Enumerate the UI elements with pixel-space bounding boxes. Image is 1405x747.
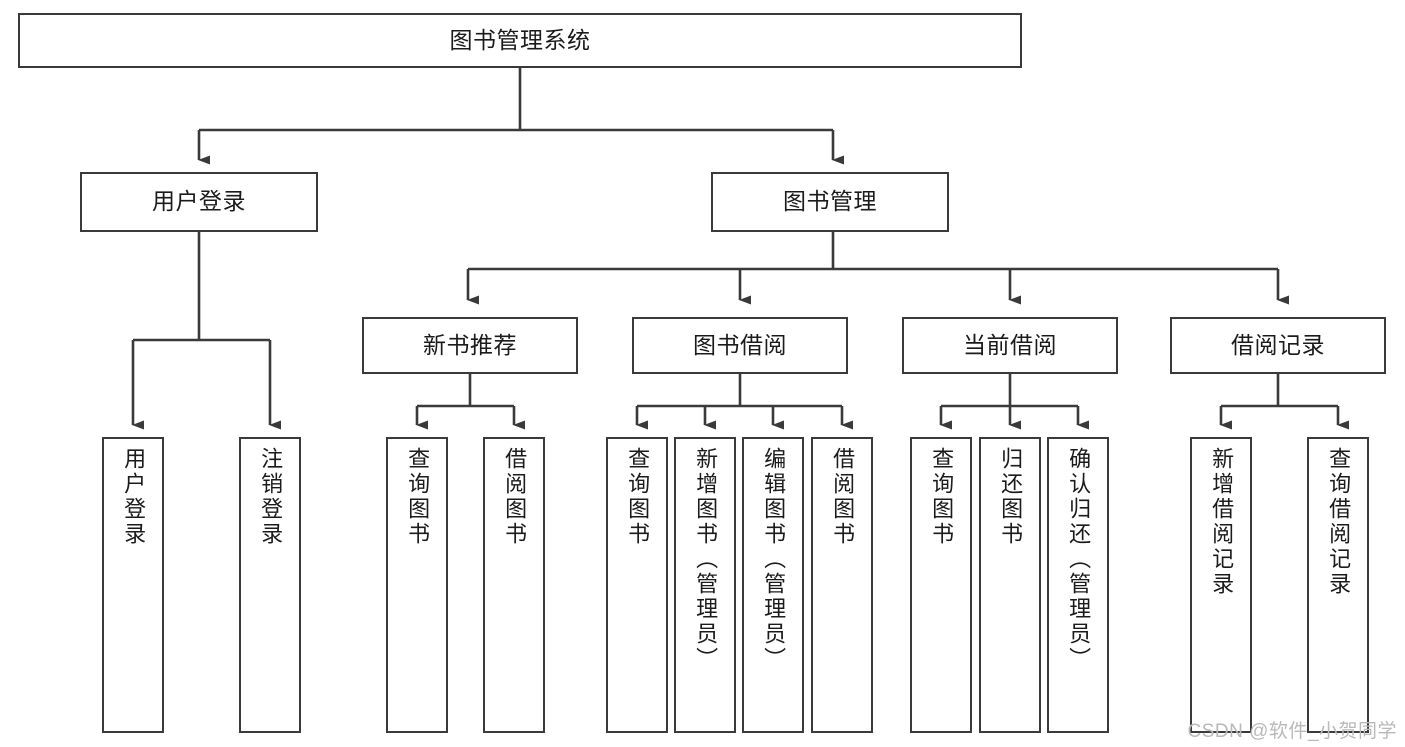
node-label: 新增借阅记录 bbox=[1209, 447, 1235, 597]
node-label: 查询图书 bbox=[405, 447, 431, 547]
node-current-borrow[interactable]: 当前借阅 bbox=[902, 317, 1118, 374]
leaf-user-login-logout[interactable]: 注销登录 bbox=[239, 437, 301, 733]
leaf-record-add-record[interactable]: 新增借阅记录 bbox=[1190, 437, 1252, 733]
node-new-book-recommend[interactable]: 新书推荐 bbox=[362, 317, 578, 374]
node-label: 查询图书 bbox=[929, 447, 955, 547]
node-label: 用户登录 bbox=[121, 447, 147, 547]
node-label: 借阅记录 bbox=[1231, 331, 1325, 358]
node-book-management[interactable]: 图书管理 bbox=[711, 172, 949, 232]
watermark-text: CSDN @软件_小贺同学 bbox=[1187, 721, 1397, 742]
node-borrow-record[interactable]: 借阅记录 bbox=[1170, 317, 1386, 374]
node-label: 用户登录 bbox=[152, 188, 246, 215]
node-label: 查询图书 bbox=[625, 447, 651, 547]
leaf-borrow-add-book-admin[interactable]: 新增图书（管理员） bbox=[674, 437, 736, 733]
leaf-record-query-record[interactable]: 查询借阅记录 bbox=[1307, 437, 1369, 733]
leaf-recommend-query-book[interactable]: 查询图书 bbox=[386, 437, 448, 733]
node-label: 查询借阅记录 bbox=[1326, 447, 1352, 597]
node-label: 归还图书 bbox=[998, 447, 1024, 547]
node-label: 当前借阅 bbox=[963, 331, 1057, 358]
leaf-current-return-book[interactable]: 归还图书 bbox=[979, 437, 1041, 733]
node-root-system[interactable]: 图书管理系统 bbox=[18, 13, 1022, 68]
node-label: 借阅图书 bbox=[830, 447, 856, 547]
node-label: 新书推荐 bbox=[423, 331, 517, 358]
node-book-borrow[interactable]: 图书借阅 bbox=[632, 317, 848, 374]
leaf-current-confirm-return-admin[interactable]: 确认归还（管理员） bbox=[1047, 437, 1109, 733]
node-label: 图书管理系统 bbox=[449, 26, 591, 53]
node-label: 借阅图书 bbox=[502, 447, 528, 547]
leaf-borrow-query-book[interactable]: 查询图书 bbox=[606, 437, 668, 733]
node-user-login[interactable]: 用户登录 bbox=[80, 172, 318, 232]
leaf-borrow-borrow-book[interactable]: 借阅图书 bbox=[811, 437, 873, 733]
node-label: 确认归还（管理员） bbox=[1066, 447, 1092, 672]
leaf-recommend-borrow-book[interactable]: 借阅图书 bbox=[483, 437, 545, 733]
node-label: 图书管理 bbox=[783, 188, 877, 215]
leaf-borrow-edit-book-admin[interactable]: 编辑图书（管理员） bbox=[742, 437, 804, 733]
leaf-user-login-login[interactable]: 用户登录 bbox=[102, 437, 164, 733]
leaf-current-query-book[interactable]: 查询图书 bbox=[910, 437, 972, 733]
node-label: 新增图书（管理员） bbox=[693, 447, 719, 672]
node-label: 图书借阅 bbox=[693, 331, 787, 358]
node-label: 编辑图书（管理员） bbox=[761, 447, 787, 672]
node-label: 注销登录 bbox=[258, 447, 284, 547]
